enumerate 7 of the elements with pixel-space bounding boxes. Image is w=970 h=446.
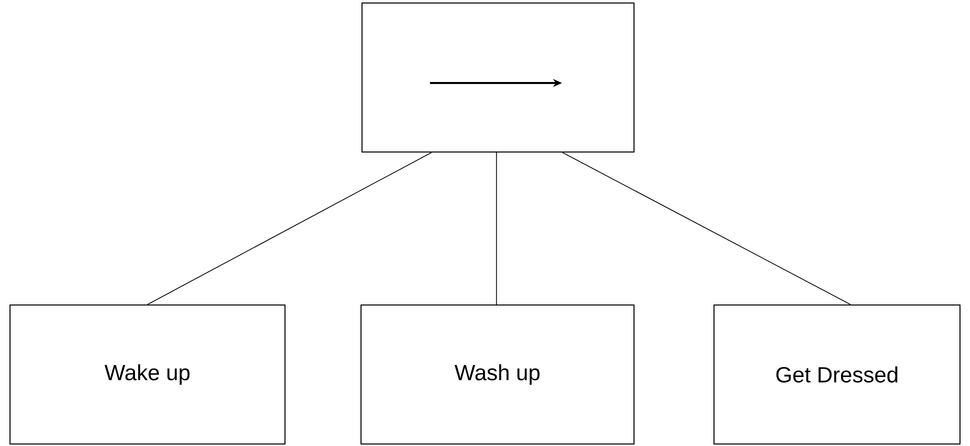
- connector-line: [562, 152, 851, 305]
- empty-box: [362, 2, 634, 152]
- connector-line: [147, 152, 432, 305]
- process-box: Wake up: [10, 304, 286, 444]
- process-box: Wash up: [360, 304, 634, 444]
- connector-line: [496, 152, 497, 305]
- process-box: Get Dressed: [714, 304, 960, 444]
